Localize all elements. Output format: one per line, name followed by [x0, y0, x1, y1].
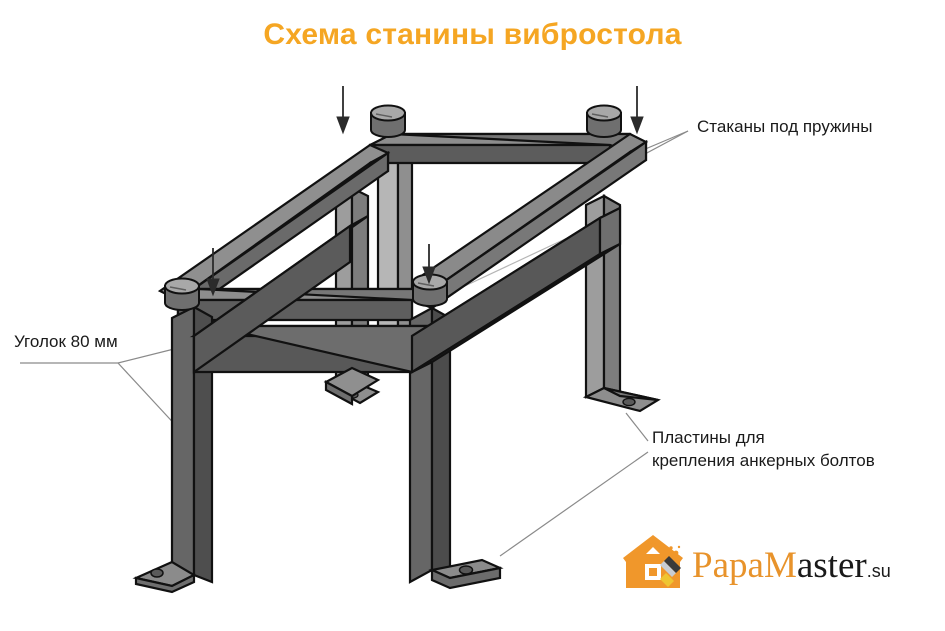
house-with-paintbrush-icon — [622, 533, 684, 593]
page-title: Схема станины вибростола — [263, 18, 682, 51]
callout-spring-cups: Стаканы под пружины — [697, 117, 873, 136]
gusset-plate — [323, 366, 381, 406]
spring-cup — [164, 277, 200, 311]
callout-angle-iron: Уголок 80 мм — [14, 332, 118, 351]
leader-line-angle-b — [117, 362, 181, 431]
top-rail-rear — [368, 132, 632, 165]
down-arrow-icon — [630, 86, 644, 135]
callout-anchor-plates: Пластины для крепления анкерных болтов — [652, 427, 875, 472]
down-arrow-icon — [206, 248, 220, 297]
spring-cup — [412, 273, 448, 307]
leader-line-plates-b — [499, 451, 649, 557]
leg-front-left — [132, 305, 214, 594]
callout-anchor-plates-line1: Пластины для — [652, 428, 765, 447]
site-logo[interactable]: PapaMaster.su — [622, 532, 940, 594]
lower-rail-right-diagonal — [410, 206, 622, 374]
down-arrow-icon — [422, 244, 436, 285]
mounting-arrows — [206, 86, 644, 297]
spring-cup — [586, 104, 622, 138]
leader-line-center-cup — [451, 231, 581, 293]
logo-wordmark: PapaMaster.su — [692, 547, 891, 584]
logo-tld: .su — [866, 560, 891, 581]
callout-anchor-plates-line2: крепления анкерных болтов — [652, 450, 875, 470]
logo-word-papa: Papa — [692, 544, 764, 586]
top-rail-left — [157, 143, 391, 321]
frame-geometry — [132, 132, 661, 594]
spring-cup — [370, 104, 406, 138]
down-arrow-icon — [336, 86, 350, 135]
spring-cups — [164, 104, 622, 311]
top-rail-right — [411, 132, 649, 311]
logo-letter-m: M — [763, 544, 797, 586]
lower-cross-rail-front — [189, 324, 434, 374]
logo-word-aster: aster — [796, 544, 867, 586]
lower-rail-left-diagonal — [192, 215, 369, 375]
leg-front-right — [408, 306, 504, 590]
leader-line-plates-a — [625, 412, 649, 442]
